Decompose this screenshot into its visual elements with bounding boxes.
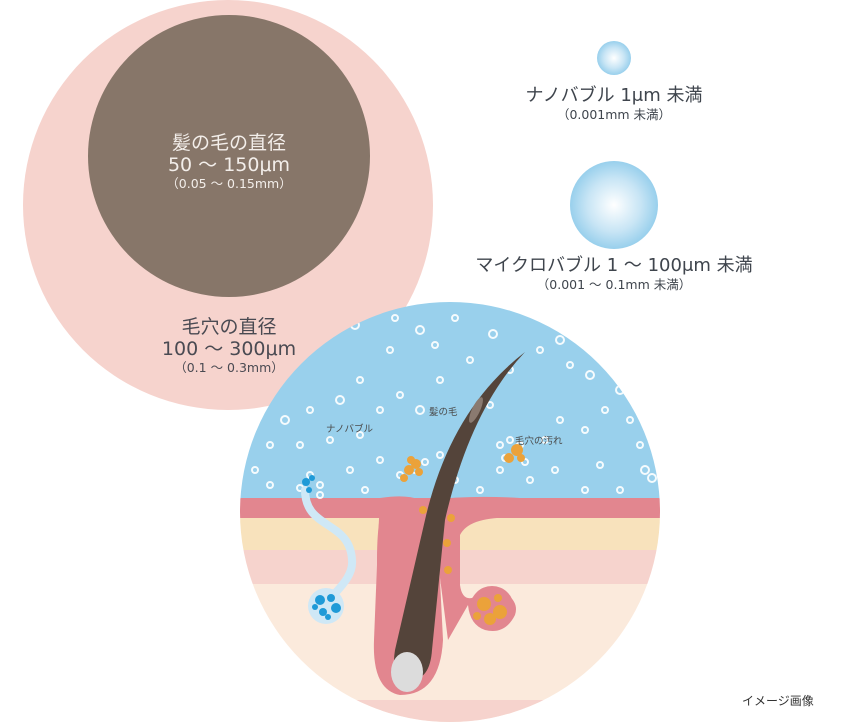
microbubble-label: マイクロバブル 1 ～ 100μm 未満 （0.001 ～ 0.1mm 未満） (434, 255, 794, 293)
hair-diameter-circle (88, 15, 370, 297)
illustration-label-pore-dirt: 毛穴の汚れ (515, 436, 563, 447)
nanobubble-label: ナノバブル 1μm 未満 （0.001mm 未満） (484, 85, 744, 123)
pore-diameter-um: 100 ～ 300μm (161, 338, 297, 360)
microbubble-icon (570, 161, 658, 249)
hair-diameter-um: 50 ～ 150μm (167, 154, 291, 176)
illustration-label-nanobubble: ナノバブル (326, 424, 374, 435)
microbubble-title: マイクロバブル 1 ～ 100μm 未満 (475, 255, 753, 276)
nanobubble-sub: （0.001mm 未満） (556, 107, 672, 122)
pore-dirt (400, 444, 525, 482)
nanobubble-icon (597, 41, 631, 75)
pore-diameter-mm: （0.1 ～ 0.3mm） (174, 360, 284, 375)
pore-diameter-title: 毛穴の直径 (181, 316, 277, 338)
sebum-dots (419, 506, 507, 625)
microbubble-sub: （0.001 ～ 0.1mm 未満） (536, 277, 692, 292)
image-caption: イメージ画像 (742, 694, 814, 708)
pore-diameter-label: 毛穴の直径 100 ～ 300μm （0.1 ～ 0.3mm） (129, 316, 329, 376)
hair-papilla (391, 652, 423, 692)
illustration-label-hair: 髪の毛 (429, 407, 458, 418)
hair-diameter-title: 髪の毛の直径 (171, 132, 286, 154)
hair-diameter-mm: （0.05 ～ 0.15mm） (166, 176, 292, 191)
nanobubble-title: ナノバブル 1μm 未満 (525, 85, 703, 106)
hair-diameter-label: 髪の毛の直径 50 ～ 150μm （0.05 ～ 0.15mm） (129, 132, 329, 192)
sweat-dots (302, 475, 341, 620)
hair-shaft (394, 352, 525, 680)
